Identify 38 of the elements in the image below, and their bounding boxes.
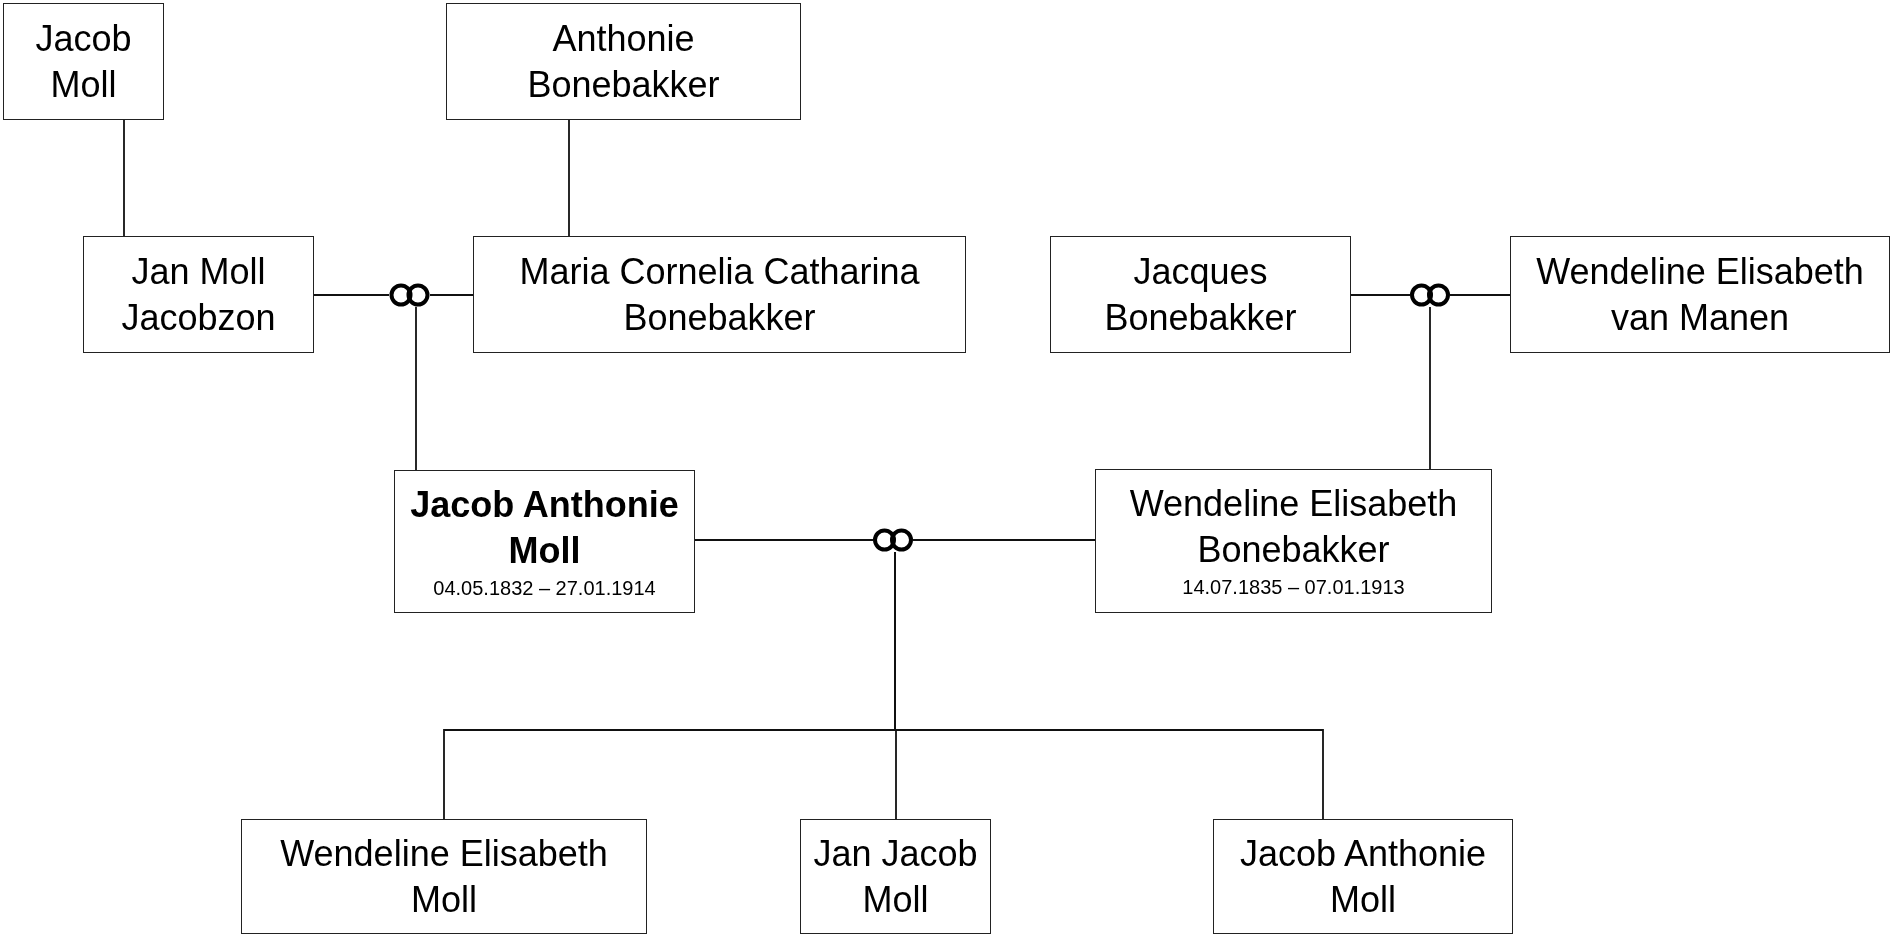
connector-line xyxy=(123,119,125,237)
connector-line xyxy=(694,539,874,541)
person-name: Jacob Anthonie Moll xyxy=(409,482,680,573)
person-box xyxy=(1095,469,1492,613)
person-box xyxy=(1213,819,1513,934)
connector-line xyxy=(1350,294,1411,296)
interlocked-rings-icon xyxy=(389,283,430,307)
person-box xyxy=(83,236,314,353)
person-name: Wendeline Elisabeth van Manen xyxy=(1535,249,1865,340)
life-dates: 14.07.1835 – 07.01.1913 xyxy=(1182,575,1405,600)
person-name: Wendeline Elisabeth Moll xyxy=(279,831,609,922)
life-dates: 04.05.1832 – 27.01.1914 xyxy=(433,575,656,601)
interlocked-rings-icon xyxy=(873,528,913,552)
connector-line xyxy=(1449,294,1511,296)
person-name: Wendeline Elisabeth Bonebakker xyxy=(1128,482,1459,572)
connector-line xyxy=(912,539,1096,541)
person-name: Jan Jacob Moll xyxy=(812,831,979,922)
connector-line xyxy=(1429,306,1431,470)
connector-line xyxy=(313,294,390,296)
person-box xyxy=(1050,236,1351,353)
person-name: Jacob Moll xyxy=(34,16,133,107)
person-box xyxy=(394,470,695,613)
person-name: Jacob Anthonie Moll xyxy=(1238,831,1488,922)
person-box xyxy=(241,819,647,934)
person-box xyxy=(3,3,164,120)
person-box xyxy=(473,236,966,353)
connector-line xyxy=(429,294,474,296)
person-box xyxy=(1510,236,1890,353)
person-box xyxy=(800,819,991,934)
person-box xyxy=(446,3,801,120)
person-name: Anthonie Bonebakker xyxy=(526,16,721,107)
interlocked-rings-icon xyxy=(1410,283,1450,307)
connector-line xyxy=(894,551,1324,820)
person-name: Jan Moll Jacobzon xyxy=(120,249,277,340)
connector-line xyxy=(568,119,570,237)
person-name: Jacques Bonebakker xyxy=(1103,249,1298,340)
person-name: Maria Cornelia Catharina Bonebakker xyxy=(518,249,921,340)
connector-line xyxy=(415,306,417,471)
